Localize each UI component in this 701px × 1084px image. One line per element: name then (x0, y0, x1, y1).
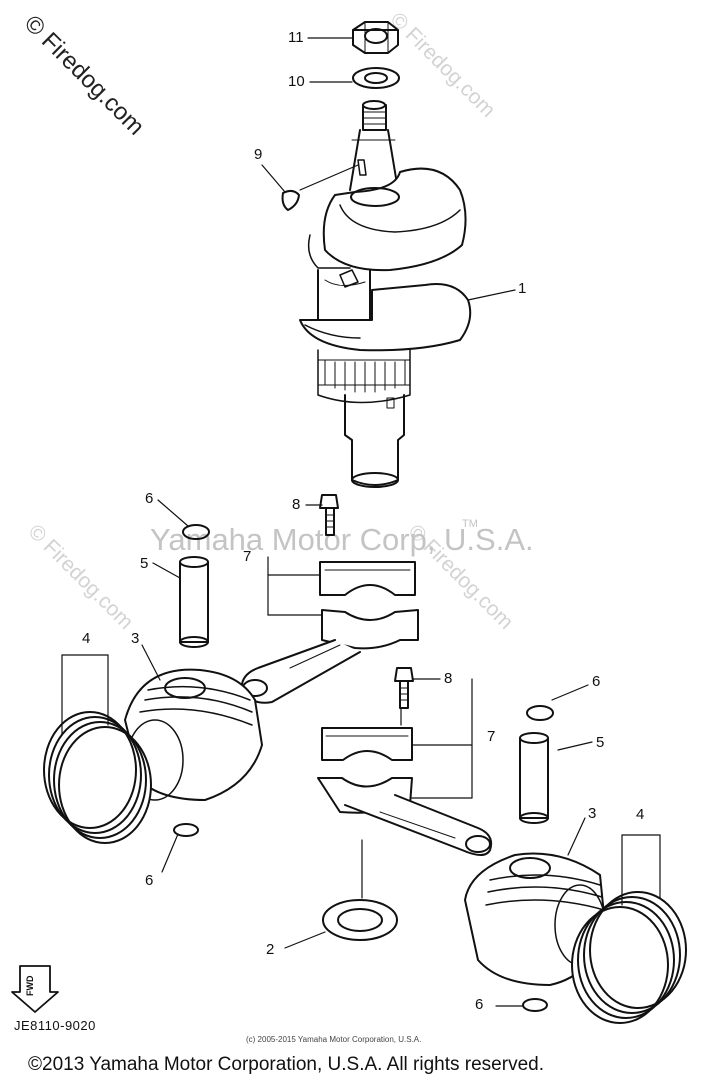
connecting-rod-upper (240, 561, 419, 704)
yamaha-watermark: Yamaha Motor Corp, U.S.A. (150, 522, 534, 557)
callout-6: 6 (592, 673, 601, 690)
callout-11: 11 (288, 29, 304, 46)
callout-5: 5 (596, 734, 605, 751)
trademark-mark: TM (462, 518, 478, 530)
callout-10: 10 (288, 73, 305, 90)
piston-pin-left (179, 556, 209, 648)
thrust-washer (322, 899, 398, 941)
callout-6: 6 (145, 490, 154, 507)
fwd-arrow-icon (11, 965, 59, 1013)
callout-7: 7 (243, 548, 252, 565)
fwd-label: FWD (25, 975, 35, 997)
circlip (173, 524, 554, 1012)
part-code: JE8110-9020 (14, 1018, 96, 1033)
callout-4: 4 (636, 806, 645, 823)
crankshaft-part (299, 100, 472, 488)
small-copyright: (c) 2005-2015 Yamaha Motor Corporation, … (246, 1035, 422, 1044)
piston-rings-left (43, 711, 152, 844)
callout-9: 9 (254, 146, 263, 163)
nut-part (352, 21, 399, 54)
callout-1: 1 (518, 280, 527, 297)
callout-3: 3 (131, 630, 140, 647)
callout-8: 8 (444, 670, 453, 687)
callout-3: 3 (588, 805, 597, 822)
leader-lines (61, 37, 661, 1007)
callout-6: 6 (475, 996, 484, 1013)
bolt-part-upper (319, 494, 339, 536)
callout-5: 5 (140, 555, 149, 572)
bolt-part-lower (394, 667, 414, 709)
piston-rings-right (571, 891, 687, 1024)
piston-pin-right (519, 732, 549, 824)
callout-6: 6 (145, 872, 154, 889)
key-part (281, 189, 300, 211)
copyright-notice: ©2013 Yamaha Motor Corporation, U.S.A. A… (28, 1054, 544, 1075)
callout-4: 4 (82, 630, 91, 647)
callout-7: 7 (487, 728, 496, 745)
callout-2: 2 (266, 941, 275, 958)
callout-8: 8 (292, 496, 301, 513)
washer-part (352, 67, 400, 89)
connecting-rod-lower (317, 727, 493, 856)
